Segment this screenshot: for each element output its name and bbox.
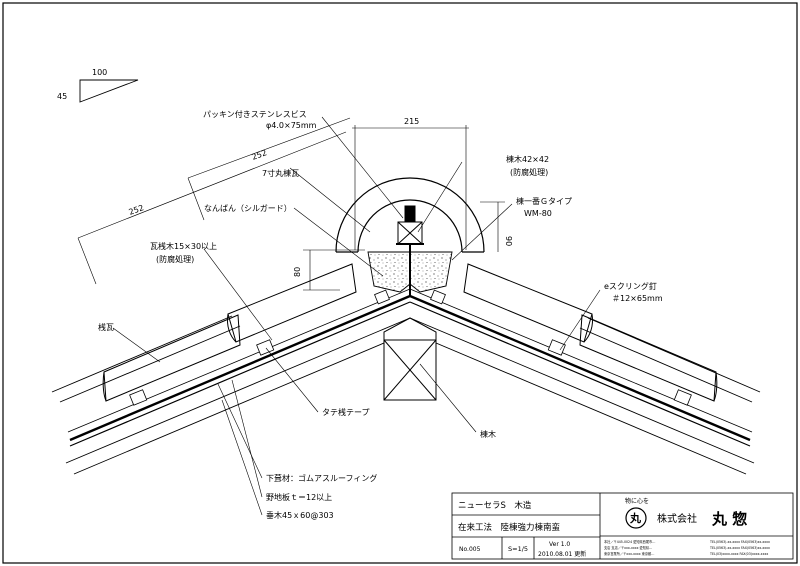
title-block-text: ニューセラS 木造 在来工法 陸棟強力棟南蛮 No.005 S=1/5 Ver … (458, 497, 770, 558)
title-method: 在来工法 陸棟強力棟南蛮 (458, 522, 560, 533)
title-number: No.005 (459, 546, 481, 553)
slope-run-label: 100 (92, 68, 107, 77)
address-right-2: TEL(0563)-xx-xxxx FAX(0563)xx-xxxx (709, 546, 770, 550)
label-screw: パッキン付きステンレスビス (203, 109, 307, 119)
annotations: パッキン付きステンレスビス φ4.0×75mm 7寸丸棟瓦 なんばん（シルガード… (98, 109, 663, 520)
address-right-1: TEL(0563)-xx-xxxx FAX(0563)xx-xxxx (709, 540, 770, 544)
dimension-lines (77, 117, 505, 291)
ridge-wood (396, 205, 424, 296)
dim-252-upper: 252 (251, 148, 268, 162)
label-batten-note: (防腐処理) (156, 254, 194, 264)
ridge-beam (383, 317, 437, 401)
address-left-1: 本社／〒445-0024 愛知県西尾市… (604, 539, 655, 544)
address-left-2: 支店 支店／〒xxx-xxxx 愛知県… (604, 545, 652, 550)
title-slogan: 物に心を (625, 497, 649, 505)
title-version: Ver 1.0 (549, 541, 570, 548)
address-left-3: 東京営業所／〒xxx-xxxx 東京都… (604, 551, 654, 556)
label-metal: 棟一番Ｇタイプ (516, 196, 572, 206)
label-rafter: 垂木45ｘ60@303 (266, 510, 334, 520)
label-ridge-wood-note: (防腐処理) (510, 167, 548, 177)
label-nail-size: ＃12×65mm (612, 294, 663, 303)
round-ridge-tile (335, 177, 485, 253)
company-prefix: 株式会社 (657, 512, 697, 525)
dim-90: 90 (504, 236, 513, 246)
label-tate-tape: タテ桟テープ (322, 407, 370, 417)
label-nail: eスクリング釘 (604, 281, 657, 291)
label-screw-size: φ4.0×75mm (266, 121, 317, 130)
label-sode-tile: 桟瓦 (98, 322, 114, 332)
address-right-3: TEL(03)xxxx-xxxx FAX(03)xxxx-xxxx (709, 552, 768, 556)
label-ridge-wood: 棟木42×42 (506, 154, 549, 164)
leader-lines (112, 116, 601, 516)
roof-layers (51, 263, 761, 475)
label-nanban: なんばん（シルガード） (204, 203, 292, 213)
label-metal-model: WM-80 (524, 209, 552, 218)
slope-rise-label: 45 (57, 92, 67, 101)
label-sheathing: 野地板ｔ＝12以上 (266, 492, 332, 502)
logo-char: 丸 (629, 511, 642, 525)
dim-80: 80 (293, 267, 302, 277)
label-ridge-tile: 7寸丸棟瓦 (262, 168, 299, 178)
company-name: 丸 惣 (711, 510, 747, 528)
label-underlay: 下葺材：ゴムアスルーフィング (266, 473, 377, 483)
slope-indicator: 100 45 (57, 68, 139, 103)
label-batten: 瓦桟木15×30以上 (150, 241, 217, 251)
label-ridge-beam: 棟木 (480, 429, 496, 439)
title-block (451, 492, 794, 560)
dim-215: 215 (404, 117, 419, 126)
title-scale: S=1/5 (508, 545, 528, 553)
title-product: ニューセラS 木造 (458, 500, 532, 511)
title-date: 2010.08.01 更新 (538, 550, 586, 558)
battens (129, 289, 692, 406)
